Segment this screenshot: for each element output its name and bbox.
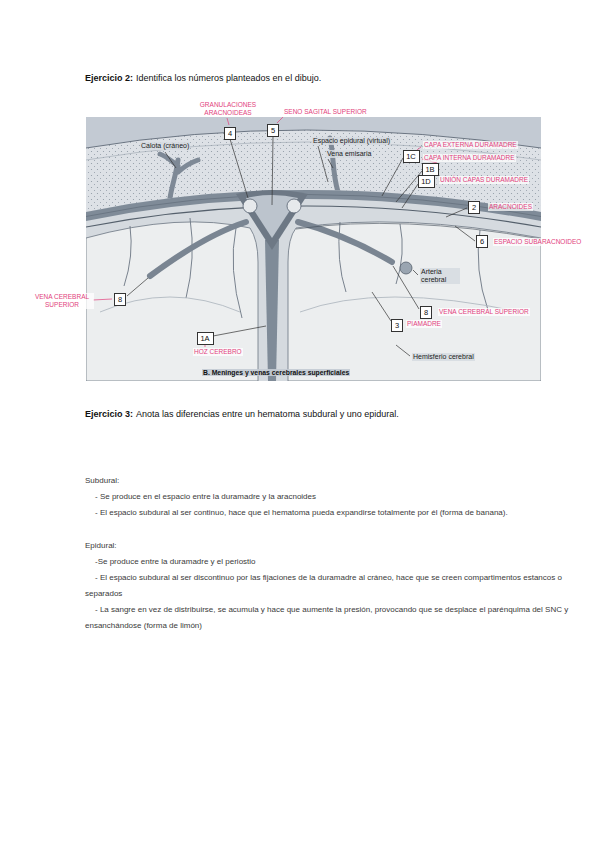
subarachnoid-space xyxy=(86,190,541,381)
callout-number: 5 xyxy=(270,126,276,135)
callout-number: 3 xyxy=(394,321,400,330)
callout-number: 1C xyxy=(406,152,417,161)
answer-text: - El espacio subdural al ser discontinuo… xyxy=(85,570,575,602)
callout-number: 1B xyxy=(425,165,436,174)
leader-line xyxy=(382,158,403,196)
callout-number: 1D xyxy=(421,177,432,186)
exercise-instruction: Anota las diferencias entre un hematoma … xyxy=(136,408,399,420)
illustration-group xyxy=(86,117,541,381)
handwritten-annotation: ESPACIO SUBARACNOIDEO xyxy=(493,238,582,246)
part-label: Hemisferio cerebral xyxy=(412,353,475,361)
callout-box: 4 xyxy=(224,127,236,140)
pia-line xyxy=(296,223,541,239)
leader-line xyxy=(396,345,410,356)
arachnoid-granulation xyxy=(243,199,257,213)
part-label: Espacio epidural (virtual) xyxy=(312,137,391,145)
callout-number: 4 xyxy=(227,129,233,138)
handwritten-annotation: PIAMADRE xyxy=(406,320,442,328)
callout-box: 6 xyxy=(476,235,488,248)
arachnoid-granulation xyxy=(287,199,301,213)
leader-line xyxy=(413,270,418,275)
callout-number: 8 xyxy=(117,295,123,304)
figure-caption: B. Meninges y venas cerebrales superfici… xyxy=(202,369,350,376)
annotation-leader xyxy=(227,118,229,125)
callout-box: 2 xyxy=(468,201,480,214)
handwritten-annotation: GRANULACIONES ARACNOIDEAS xyxy=(194,101,262,117)
falx-cerebri xyxy=(265,240,279,381)
callout-number: 1A xyxy=(200,334,211,343)
handwritten-annotation: HOZ CEREBRO xyxy=(193,348,243,356)
answer-heading: Epidural: xyxy=(85,538,575,554)
leader-line xyxy=(328,159,333,168)
answer-text: - Se produce en el espacio entre la dura… xyxy=(85,489,575,505)
callout-box: 1D xyxy=(418,175,435,188)
leader-line xyxy=(402,184,418,208)
handwritten-annotation: SENO SAGITAL SUPERIOR xyxy=(283,108,368,116)
callout-number: 2 xyxy=(471,203,477,212)
handwritten-annotation: ARACNOIDES xyxy=(488,203,533,211)
callout-box: 8 xyxy=(114,293,126,306)
part-label: Arteria cerebral xyxy=(420,268,460,284)
handwritten-annotation: CAPA INTERNA DURAMADRE xyxy=(423,154,516,162)
annotation-leader xyxy=(93,299,112,300)
leader-line xyxy=(213,326,266,336)
leader-line xyxy=(372,292,391,321)
superior-cerebral-vein xyxy=(150,222,246,276)
exercise-heading: Ejercicio 2: xyxy=(85,72,133,84)
part-label: Vena emisaria xyxy=(326,150,372,158)
leader-line xyxy=(230,139,248,198)
answer-text: -Se produce entre la duramadre y el peri… xyxy=(85,554,575,570)
leader-line xyxy=(165,152,176,168)
sulci xyxy=(124,218,488,318)
answer-heading: Subdural: xyxy=(85,473,575,489)
cerebral-artery xyxy=(400,262,412,274)
leader-line xyxy=(272,136,273,205)
handwritten-annotation: CAPA EXTERNA DURAMADRE xyxy=(423,141,518,149)
answer-text: - El espacio subdural al ser continuo, h… xyxy=(85,505,575,521)
handwritten-annotation: VENA CEREBRAL SUPERIOR xyxy=(438,308,530,316)
leader-lines xyxy=(127,136,475,356)
annotation-leaders xyxy=(93,117,437,347)
leader-line xyxy=(127,278,148,296)
superior-cerebral-vein xyxy=(298,222,392,262)
diploic-vein xyxy=(160,154,198,198)
left-hemisphere xyxy=(86,222,258,381)
callout-box: 1A xyxy=(197,332,214,345)
part-label: Calota (cráneo) xyxy=(140,142,190,150)
callout-box: 1C xyxy=(403,150,420,163)
exercise-heading: Ejercicio 3: xyxy=(85,408,133,420)
callout-box: 5 xyxy=(267,124,279,137)
answer-text: - La sangre en vez de distribuirse, se a… xyxy=(85,602,575,634)
handwritten-annotation: VENA CEREBRAL SUPERIOR xyxy=(30,293,94,309)
callout-box: 3 xyxy=(391,319,403,332)
callout-number: 6 xyxy=(479,237,485,246)
leader-line xyxy=(455,226,475,241)
exercise-instruction: Identifica los números planteados en el … xyxy=(136,72,321,84)
callout-box: 8 xyxy=(420,306,432,319)
leader-line xyxy=(393,266,419,309)
callout-number: 8 xyxy=(423,308,429,317)
leader-line xyxy=(446,208,467,217)
handwritten-annotation: UNIÓN CAPAS DURAMADRE xyxy=(439,176,529,184)
annotation-leader xyxy=(277,117,283,123)
image-ground xyxy=(86,117,541,381)
